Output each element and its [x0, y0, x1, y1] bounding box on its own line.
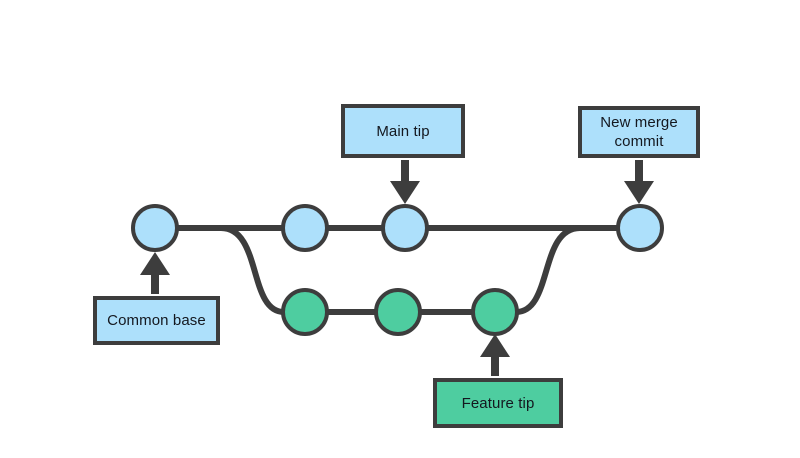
- merge-commit-arrow-icon: [624, 160, 654, 204]
- feature-tip-arrow-icon: [480, 334, 510, 376]
- callout-arrows: [140, 160, 654, 376]
- commit-nodes: [131, 204, 664, 336]
- label-box-new-merge-commit[interactable]: New merge commit: [578, 106, 700, 158]
- commit-node-main-1[interactable]: [281, 204, 329, 252]
- commit-node-merge-commit[interactable]: [616, 204, 664, 252]
- label-text-new-merge-commit: New merge commit: [600, 113, 678, 151]
- label-text-new-merge-commit-line2: commit: [614, 133, 664, 150]
- commit-node-common-base[interactable]: [131, 204, 179, 252]
- label-text-main-tip: Main tip: [376, 122, 430, 140]
- label-box-feature-tip[interactable]: Feature tip: [433, 378, 563, 428]
- merge-back-curve: [513, 225, 583, 315]
- branch-off-curve: [218, 225, 287, 315]
- label-text-new-merge-commit-line1: New merge: [600, 114, 678, 131]
- commit-node-feature-1[interactable]: [281, 288, 329, 336]
- label-text-common-base: Common base: [107, 312, 206, 329]
- commit-node-main-tip[interactable]: [381, 204, 429, 252]
- label-text-feature-tip: Feature tip: [461, 394, 535, 412]
- main-tip-arrow-icon: [390, 160, 420, 204]
- label-box-main-tip[interactable]: Main tip: [341, 104, 465, 158]
- branch-connectors: [173, 225, 624, 315]
- commit-node-feature-2[interactable]: [374, 288, 422, 336]
- common-base-arrow-icon: [140, 252, 170, 294]
- commit-node-feature-tip[interactable]: [471, 288, 519, 336]
- label-box-common-base[interactable]: Common base: [93, 296, 220, 345]
